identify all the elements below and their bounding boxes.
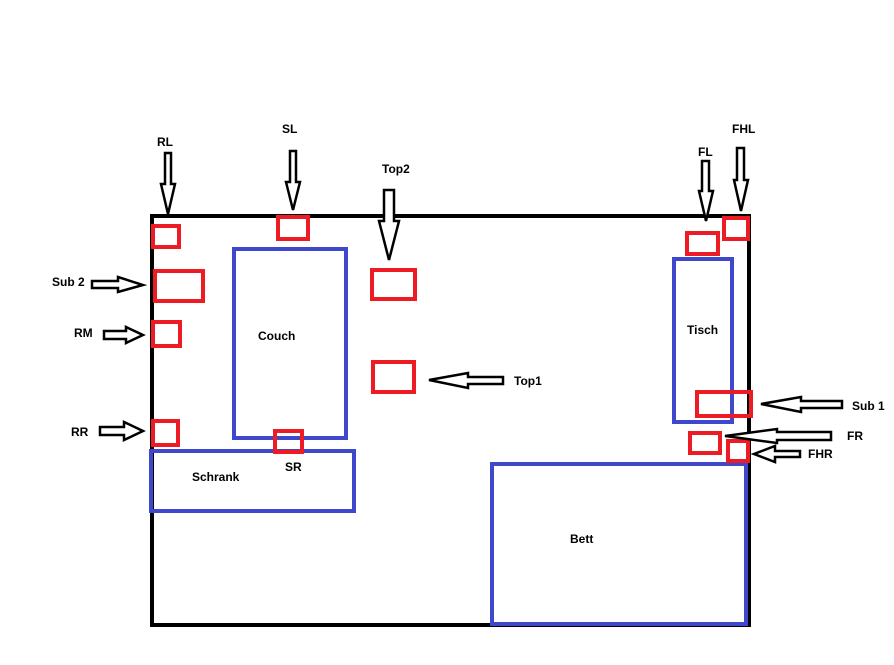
speaker-top2: [370, 268, 417, 301]
speaker-sub1: [695, 390, 753, 418]
label-sr: SR: [285, 460, 302, 474]
speaker-fr: [688, 431, 722, 455]
label-sub2: Sub 2: [52, 275, 85, 289]
couch-label: Couch: [258, 329, 295, 343]
label-sl: SL: [282, 122, 297, 136]
speaker-top1: [371, 360, 416, 394]
bett-shape: [490, 462, 748, 626]
arrow-group: [90, 146, 844, 464]
bett-label: Bett: [570, 532, 593, 546]
arrow-sub2-icon: [90, 275, 148, 294]
couch-shape: [232, 247, 348, 440]
label-fl: FL: [698, 145, 713, 159]
label-top1: Top1: [514, 374, 542, 388]
room-outline: [150, 214, 751, 627]
speaker-sr: [273, 429, 304, 454]
speaker-fl: [685, 231, 720, 256]
label-rl: RL: [157, 135, 173, 149]
furniture-group: [149, 247, 748, 626]
speaker-rr: [151, 419, 180, 447]
label-fhr: FHR: [808, 447, 833, 461]
arrow-fl-icon: [697, 159, 715, 222]
arrow-fr-icon: [724, 427, 833, 445]
speaker-group: [151, 215, 753, 463]
tisch-label: Tisch: [687, 323, 718, 337]
arrow-sub1-icon: [760, 395, 844, 414]
label-rr: RR: [71, 425, 89, 439]
label-fr: FR: [847, 429, 863, 443]
label-fhl: FHL: [732, 122, 755, 136]
speaker-rl: [151, 224, 181, 249]
schrank-label: Schrank: [192, 470, 240, 484]
tisch-shape: [672, 257, 734, 424]
arrow-fhl-icon: [732, 146, 750, 212]
label-sub1: Sub 1: [852, 399, 885, 413]
schrank-shape: [149, 449, 356, 513]
speaker-sl: [276, 215, 310, 241]
arrow-sl-icon: [284, 149, 302, 211]
arrow-fhr-icon: [750, 444, 802, 464]
arrow-rm-icon: [102, 325, 146, 345]
label-rm: RM: [74, 326, 93, 340]
speaker-rm: [151, 320, 182, 348]
speaker-fhl: [722, 216, 750, 241]
arrow-rr-icon: [98, 420, 146, 442]
arrow-top1-icon: [428, 371, 505, 390]
label-top2: Top2: [382, 162, 410, 176]
speaker-sub2: [153, 269, 205, 303]
speaker-fhr: [726, 439, 750, 463]
arrow-top2-icon: [377, 188, 401, 261]
arrow-rl-icon: [159, 151, 177, 215]
